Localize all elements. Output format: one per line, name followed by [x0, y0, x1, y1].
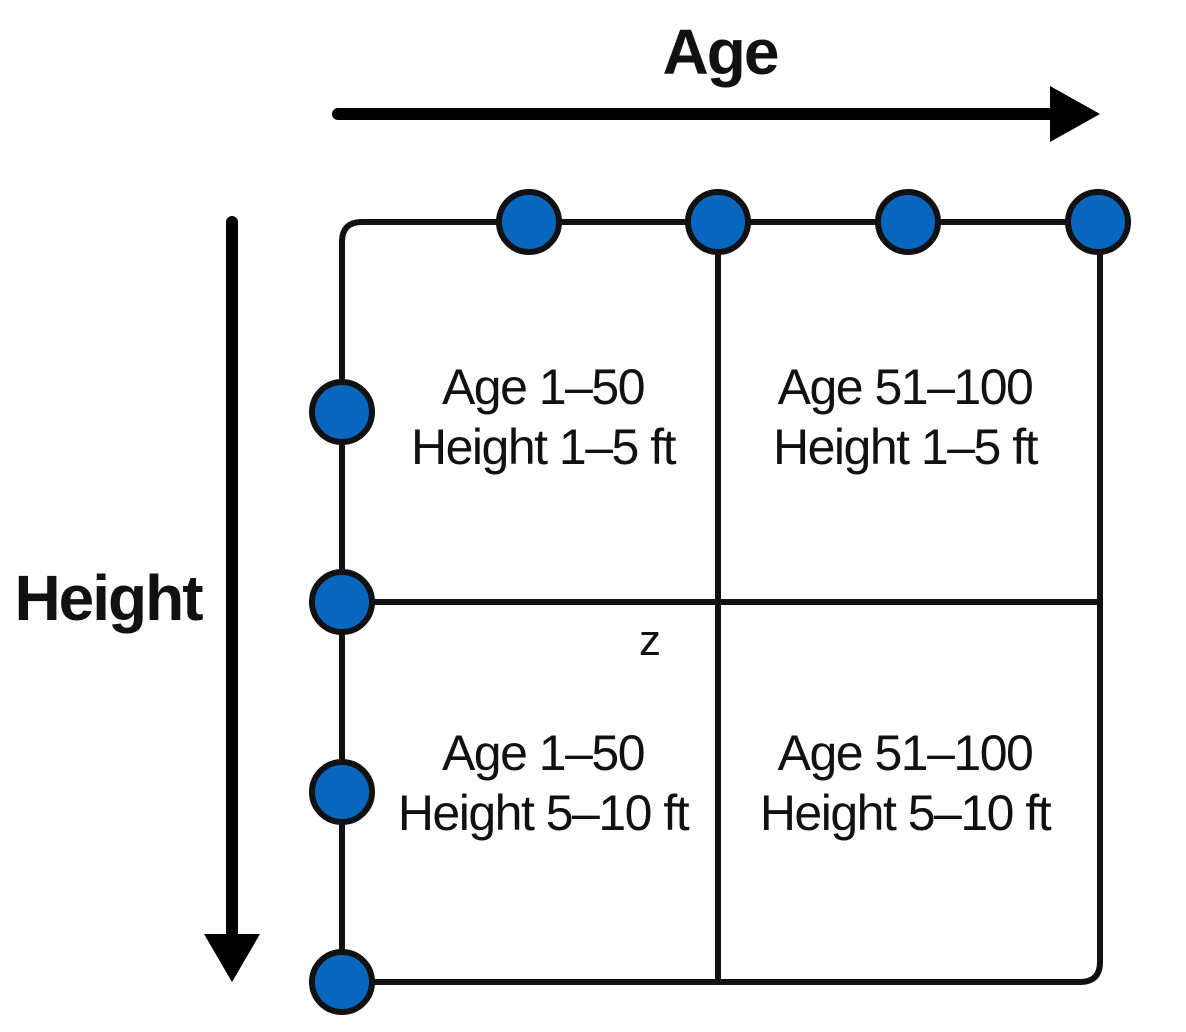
age-split-node [685, 189, 751, 255]
age-arrow-head [1050, 86, 1100, 142]
height-axis: Height [14, 216, 260, 982]
height-split-node [309, 569, 375, 635]
height-split-node [309, 379, 375, 445]
height-arrow-head [204, 934, 260, 982]
cell-top-left: Age 1–50 Height 1–5 ft [411, 359, 678, 475]
grid [339, 219, 1103, 985]
cell-label-line2: Height 1–5 ft [773, 419, 1039, 475]
height-axis-label: Height [14, 562, 203, 634]
age-axis: Age [332, 16, 1100, 142]
cell-label-line2: Height 1–5 ft [411, 419, 677, 475]
cell-label-line1: Age 51–100 [778, 725, 1033, 781]
age-split-nodes [496, 189, 1131, 255]
height-split-node [309, 759, 375, 825]
height-split-nodes [309, 379, 375, 1015]
cell-label-line1: Age 1–50 [442, 725, 644, 781]
cell-top-right: Age 51–100 Height 1–5 ft [773, 359, 1040, 475]
age-split-node [875, 189, 941, 255]
cell-bottom-left: Age 1–50 Height 5–10 ft [398, 725, 691, 841]
cell-label-line1: Age 1–50 [442, 359, 644, 415]
cell-bottom-right: Age 51–100 Height 5–10 ft [760, 725, 1053, 841]
cell-label-line1: Age 51–100 [778, 359, 1033, 415]
age-axis-label: Age [663, 16, 778, 88]
age-split-node [1065, 189, 1131, 255]
age-split-node [496, 189, 562, 255]
cell-label-line2: Height 5–10 ft [398, 785, 690, 841]
height-split-node [309, 949, 375, 1015]
cell-label-line2: Height 5–10 ft [760, 785, 1052, 841]
center-marker-label: z [639, 616, 661, 665]
